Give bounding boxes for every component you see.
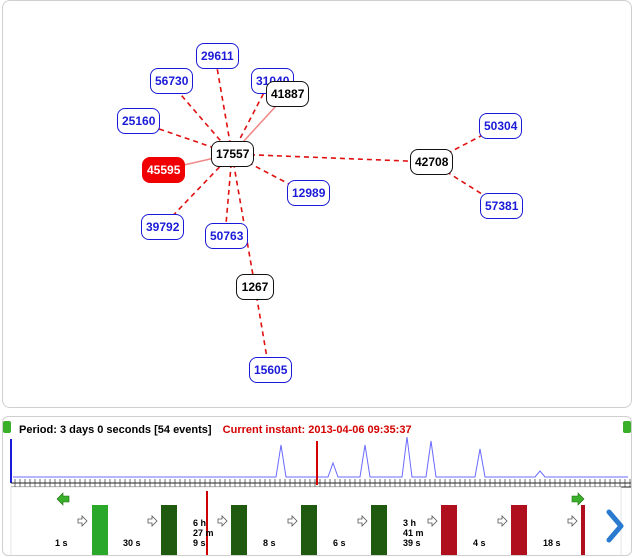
next-chevron-icon[interactable] — [605, 509, 625, 543]
graph-node-42708[interactable]: 42708 — [410, 149, 454, 175]
segment-bar[interactable] — [511, 505, 527, 556]
segment-bar[interactable] — [441, 505, 457, 556]
edge-17557-1267 — [231, 153, 256, 288]
edge-17557-50763 — [224, 153, 233, 237]
graph-node-29611[interactable]: 29611 — [196, 43, 239, 69]
graph-node-57381[interactable]: 57381 — [480, 193, 524, 219]
graph-node-17557[interactable]: 17557 — [211, 141, 255, 167]
scroll-left-arrow-icon[interactable] — [56, 492, 70, 506]
graph-node-56730[interactable]: 56730 — [150, 68, 194, 94]
segment-arrow-icon — [357, 515, 368, 527]
segment-duration-label: 4 s — [473, 538, 486, 548]
segment-arrow-icon — [427, 515, 438, 527]
segment-bar[interactable] — [581, 505, 585, 556]
timeline-header: Period: 3 days 0 seconds [54 events] Cur… — [19, 424, 412, 436]
timeline-graphics[interactable] — [3, 417, 632, 556]
current-instant-label: Current instant: 2013-04-06 09:35:37 — [222, 424, 412, 436]
period-label: Period: 3 days 0 seconds [54 events] — [19, 424, 212, 436]
segment-bar[interactable] — [231, 505, 247, 556]
segment-duration-label: 30 s — [123, 538, 141, 548]
timeline-start-handle[interactable] — [3, 421, 11, 433]
segment-duration-label: 3 h 41 m 39 s — [403, 518, 424, 548]
segment-arrow-icon — [287, 515, 298, 527]
graph-node-1267[interactable]: 1267 — [236, 274, 274, 300]
edge-17557-56730 — [168, 80, 233, 155]
segment-bar[interactable] — [371, 505, 387, 556]
events-histogram — [13, 436, 628, 478]
segment-duration-label: 6 s — [333, 538, 346, 548]
segment-arrow-icon — [77, 515, 88, 527]
graph-node-41887[interactable]: 41887 — [266, 81, 310, 107]
graph-node-12989[interactable]: 12989 — [287, 180, 331, 206]
segment-duration-label: 18 s — [543, 538, 561, 548]
graph-node-50304[interactable]: 50304 — [479, 113, 523, 139]
graph-node-50763[interactable]: 50763 — [205, 223, 249, 249]
timeline-panel: Period: 3 days 0 seconds [54 events] Cur… — [2, 416, 632, 556]
segment-duration-label: 6 h 27 m 9 s — [193, 518, 214, 548]
segment-duration-label: 8 s — [263, 538, 276, 548]
segment-arrow-icon — [567, 515, 578, 527]
segment-arrow-icon — [217, 515, 228, 527]
graph-node-39792[interactable]: 39792 — [141, 214, 185, 240]
graph-node-45595[interactable]: 45595 — [142, 157, 186, 183]
segment-arrow-icon — [147, 515, 158, 527]
segment-arrow-icon — [497, 515, 508, 527]
edge-17557-42708 — [231, 153, 432, 163]
graph-node-25160[interactable]: 25160 — [117, 108, 161, 134]
segment-bar[interactable] — [92, 505, 108, 556]
segment-bar[interactable] — [161, 505, 177, 556]
scroll-right-arrow-icon[interactable] — [571, 492, 585, 506]
segment-bar[interactable] — [301, 505, 317, 556]
segment-duration-label: 1 s — [55, 538, 68, 548]
edge-17557-29611 — [214, 55, 233, 155]
graph-node-15605[interactable]: 15605 — [249, 357, 293, 383]
timeline-end-handle[interactable] — [623, 421, 631, 433]
